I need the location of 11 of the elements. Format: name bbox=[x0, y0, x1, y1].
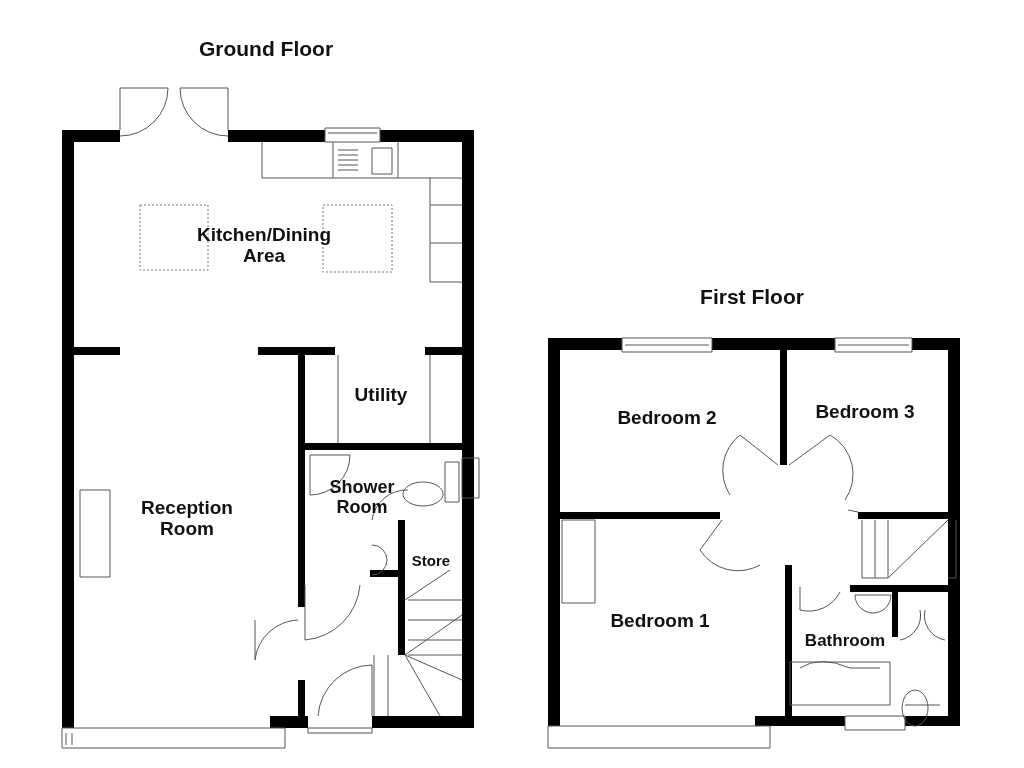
room-label: Bedroom 3 bbox=[814, 401, 916, 423]
room-label: Utility bbox=[353, 384, 409, 406]
floor-heading: First Floor bbox=[699, 285, 805, 309]
room-label: Shower Room bbox=[328, 478, 396, 518]
floor-heading: Ground Floor bbox=[197, 37, 335, 61]
room-label: Bedroom 1 bbox=[609, 610, 711, 632]
room-label: Reception Room bbox=[140, 498, 234, 540]
room-label: Bathroom bbox=[803, 631, 887, 651]
room-label: Kitchen/Dining Area bbox=[195, 225, 333, 267]
room-label: Store bbox=[410, 552, 452, 570]
room-label: Bedroom 2 bbox=[616, 407, 718, 429]
